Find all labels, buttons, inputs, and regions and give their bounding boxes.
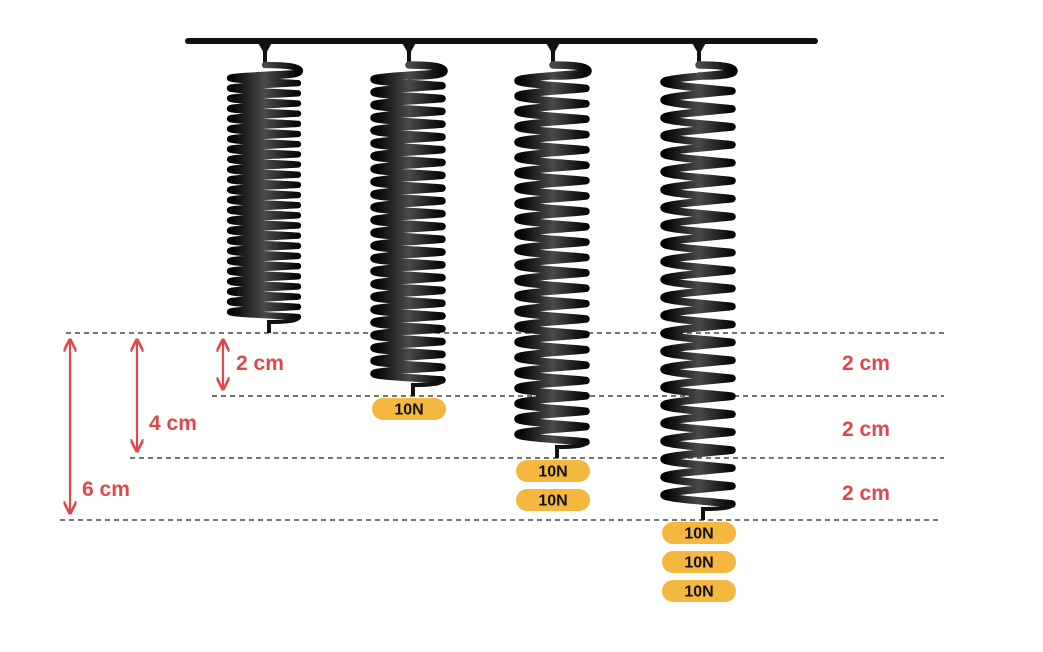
right-label-1: 2 cm (842, 352, 890, 375)
spring-1 (226, 41, 304, 333)
spring-bottom-wire (555, 441, 589, 458)
weight-label: 10N (684, 584, 713, 601)
spring-bottom-wire (411, 379, 445, 396)
spring-hook (257, 41, 273, 55)
dimension-label-4cm: 4 cm (149, 412, 197, 435)
dimension-label-2cm: 2 cm (236, 352, 284, 375)
weight-body (662, 551, 736, 573)
left-dimensions (70, 340, 223, 513)
spring-hook (545, 41, 561, 55)
weight-block: 10N (516, 460, 590, 482)
spring-3 (514, 41, 592, 458)
reference-lines (60, 332, 944, 521)
weight-block: 10N (662, 551, 736, 573)
weights: 10N 10N 10N 10N 10N 10N (372, 398, 736, 602)
weight-body (662, 522, 736, 544)
spring-hook (691, 41, 707, 55)
spring-hook (401, 41, 417, 55)
weight-block: 10N (372, 398, 446, 420)
spring-coil (514, 61, 592, 446)
spring-bottom-wire (267, 316, 301, 333)
dimension-label-6cm: 6 cm (82, 478, 130, 501)
weight-block: 10N (662, 580, 736, 602)
weight-body (662, 580, 736, 602)
spring-bottom-wire (701, 503, 735, 520)
weight-label: 10N (684, 526, 713, 543)
spring-2 (370, 41, 448, 396)
weight-label: 10N (684, 555, 713, 572)
weight-block: 10N (662, 522, 736, 544)
spring-coil (660, 61, 738, 508)
spring-4 (660, 41, 738, 520)
spring-coil (370, 61, 448, 384)
weight-body (516, 489, 590, 511)
weight-label: 10N (394, 402, 423, 419)
right-label-2: 2 cm (842, 418, 890, 441)
weight-body (372, 398, 446, 420)
right-label-3: 2 cm (842, 482, 890, 505)
springs (226, 41, 738, 520)
weight-label: 10N (538, 493, 567, 510)
weight-label: 10N (538, 464, 567, 481)
weight-block: 10N (516, 489, 590, 511)
spring-coil (226, 61, 304, 321)
weight-body (516, 460, 590, 482)
